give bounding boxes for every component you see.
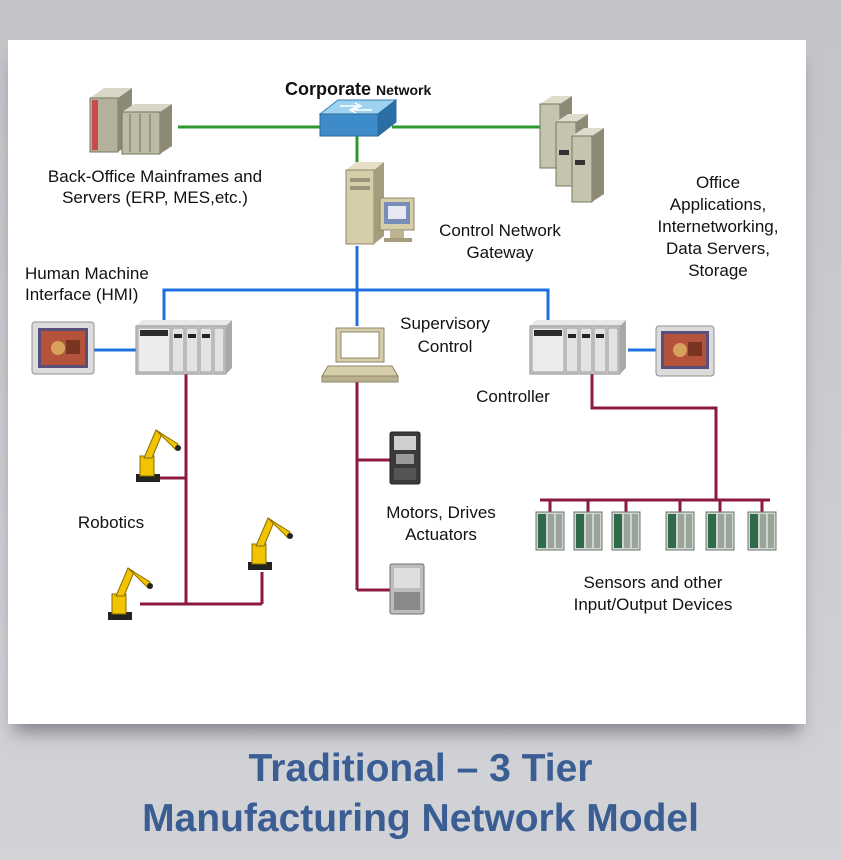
office-label-line5: Storage — [688, 261, 748, 280]
io-modules — [535, 511, 777, 551]
plc-controller-icon — [529, 320, 626, 375]
motor-drive-bottom-icon — [389, 563, 425, 615]
motor-drive-top-icon — [389, 431, 421, 485]
office-servers-icon — [539, 96, 604, 203]
robot-arm-icon-2 — [248, 517, 293, 570]
supervisory-pc-icon — [321, 327, 399, 383]
caption-line1: Traditional – 3 Tier — [248, 747, 593, 790]
controller-label: Controller — [476, 387, 550, 406]
corporate-network-links — [178, 125, 540, 164]
control-gateway-label-line2: Gateway — [466, 243, 534, 262]
motors-label-line1: Motors, Drives — [386, 503, 496, 522]
supervisory-label-line2: Control — [418, 337, 473, 356]
corporate-switch-icon — [318, 98, 398, 138]
back-office-label-line2: Servers (ERP, MES,etc.) — [62, 188, 248, 207]
control-network-links — [94, 246, 656, 352]
office-label-line2: Applications, — [670, 195, 766, 214]
hmi-panel-right-icon — [655, 325, 715, 377]
gateway-pc-icon — [345, 162, 415, 245]
control-gateway-label-line1: Control Network — [439, 221, 561, 240]
supervisory-label-line1: Supervisory — [400, 314, 490, 333]
io-module-icon — [535, 511, 565, 551]
robotics-label: Robotics — [78, 513, 144, 532]
office-label-line4: Data Servers, — [666, 239, 770, 258]
slide-caption: Traditional – 3 Tier Manufacturing Netwo… — [0, 744, 841, 844]
motors-label-line2: Actuators — [405, 525, 477, 544]
office-label-line1: Office — [696, 173, 740, 192]
hmi-label-line1: Human Machine — [25, 264, 149, 283]
io-module-icon — [747, 511, 777, 551]
back-office-label-line1: Back-Office Mainframes and — [48, 167, 262, 186]
device-network-links — [140, 374, 770, 606]
io-module-icon — [705, 511, 735, 551]
io-module-icon — [665, 511, 695, 551]
hmi-controller-icon — [135, 320, 232, 375]
io-module-icon — [611, 511, 641, 551]
sensors-label-line1: Sensors and other — [584, 573, 723, 592]
io-module-icon — [573, 511, 603, 551]
robot-arm-icon-1 — [136, 429, 181, 482]
back-office-mainframe-icon — [89, 88, 172, 155]
hmi-label-line2: Interface (HMI) — [25, 285, 138, 304]
caption-line2: Manufacturing Network Model — [142, 797, 699, 840]
robot-arm-icon-3 — [108, 567, 153, 620]
office-label-line3: Internetworking, — [658, 217, 779, 236]
sensors-label-line2: Input/Output Devices — [574, 595, 733, 614]
hmi-panel-left-icon — [31, 321, 95, 375]
